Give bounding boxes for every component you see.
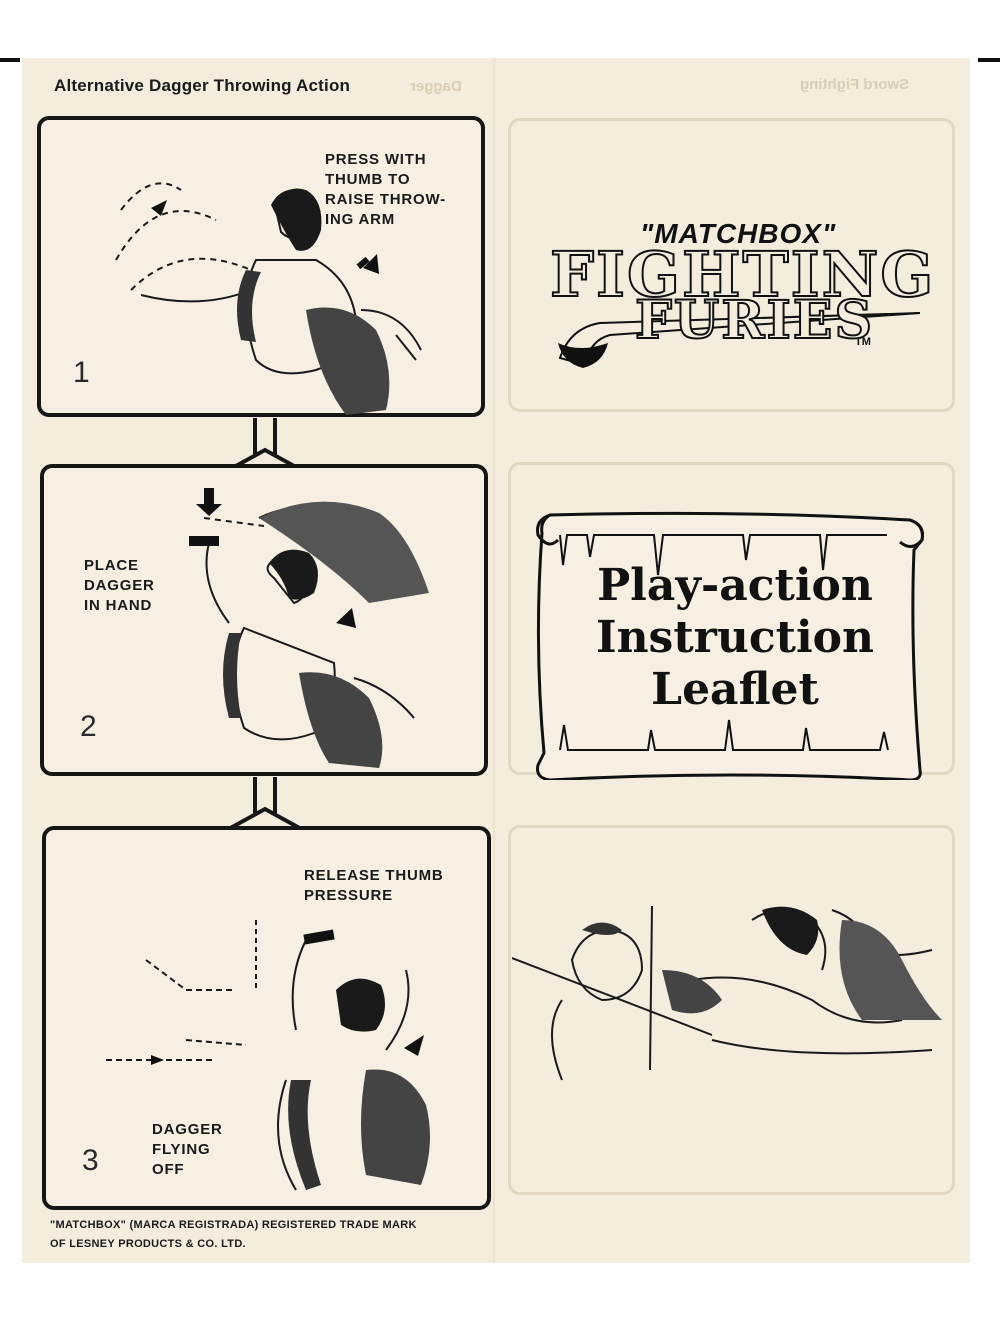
leaflet-heading: Alternative Dagger Throwing Action [54, 76, 351, 95]
crop-mark-right [978, 58, 1000, 62]
sword-logo-art [558, 312, 920, 368]
fighting-furies-logo: "MATCHBOX" FIGHTING FURIES TM [540, 208, 934, 378]
matchbox-wordmark: "MATCHBOX" [640, 218, 837, 249]
step-panel-1: 1 PRESS WITH THUMB TO RAISE THROW- ING A… [37, 116, 485, 417]
trademark-symbol: TM [855, 336, 871, 348]
crop-mark-left [0, 58, 20, 62]
fighting-wordmark: FIGHTING [549, 237, 936, 312]
show-through-panel [508, 825, 955, 1195]
show-through-text: Dagger [410, 78, 462, 95]
leaflet-title: Play-action Instruction Leaflet [595, 560, 874, 715]
step-instruction: PLACE DAGGER IN HAND [84, 557, 155, 614]
step-instruction: RELEASE THUMB PRESSURE [304, 867, 444, 904]
show-through-panel [508, 118, 955, 412]
step-panel-2: 2 PLACE DAGGER IN HAND [40, 464, 488, 776]
fold-line [493, 58, 495, 1263]
step-number: 2 [80, 710, 97, 743]
step-panel-3: 3 RELEASE THUMB PRESSURE DAGGER FLYING O… [42, 826, 491, 1210]
scroll-banner [536, 511, 924, 780]
step-number: 3 [82, 1144, 99, 1177]
figure-illustration [106, 920, 430, 1191]
trademark-footer: "MATCHBOX" (MARCA REGISTRADA) REGISTERED… [50, 1219, 417, 1250]
step-instruction: PRESS WITH THUMB TO RAISE THROW- ING ARM [325, 151, 446, 228]
step-number: 1 [73, 356, 90, 389]
step-arrow-connector [224, 777, 306, 833]
figure-illustration [189, 488, 429, 768]
furies-wordmark: FURIES [634, 289, 874, 352]
step-caption: DAGGER FLYING OFF [152, 1121, 223, 1178]
swordfight-illustration [512, 905, 942, 1081]
figure-illustration [115, 182, 422, 415]
show-through-text: Sword Fighting [800, 76, 910, 93]
